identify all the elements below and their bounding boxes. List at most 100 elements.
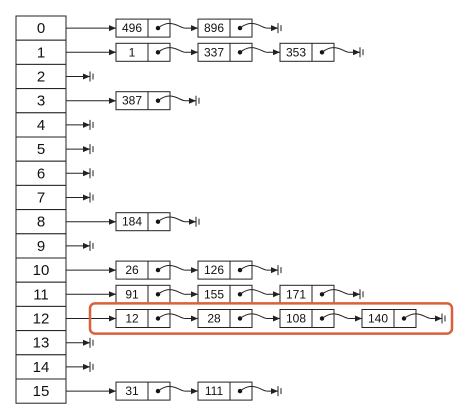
null-terminator-icon [89,71,94,82]
bucket-index-label: 0 [37,20,45,37]
next-link-arrow [157,386,198,395]
next-link-arrow [239,47,280,56]
null-terminator-icon [277,386,282,397]
node-box [115,212,171,232]
list-node: 91 [115,284,171,304]
bucket-index-label: 13 [33,335,50,352]
node-box [115,284,171,304]
list-node: 496 [115,18,171,38]
tail-arrow [321,47,360,56]
list-node: 155 [197,284,253,304]
bucket-cell [15,39,67,65]
null-terminator-icon [89,192,94,203]
bucket-cell [15,15,67,41]
bucket-index-label: 12 [33,311,50,328]
bucket-index-label: 7 [37,190,45,207]
highlight-frame [88,302,454,335]
null-terminator-icon [89,361,94,372]
bucket-cell [15,330,67,356]
node-box [115,260,171,280]
bucket-index-label: 6 [37,165,45,182]
list-node: 28 [197,309,253,328]
bucket-cell [15,281,67,307]
node-value: 155 [204,287,224,301]
next-link-arrow [157,47,198,56]
bucket-chain-3: 387 [66,91,200,111]
bucket-index-label: 5 [37,141,45,158]
node-value: 126 [204,263,224,277]
node-value: 353 [286,45,306,59]
next-link-arrow [321,313,362,322]
bucket-cell [15,136,67,162]
list-node: 140 [361,309,417,328]
tail-arrow [403,313,442,322]
tail-arrow [239,23,278,32]
bucket-chain-4 [66,119,94,130]
next-link-arrow [157,313,198,322]
bucket-chain-1: 1 337 353 [66,42,364,62]
bucket-index-label: 1 [37,44,45,61]
node-box [197,260,253,280]
node-box [279,309,335,328]
node-box [115,309,171,328]
node-box [197,381,253,401]
bucket-chain-13 [66,337,94,348]
next-link-arrow [157,265,198,274]
tail-arrow [239,265,278,274]
node-box [115,42,171,62]
null-terminator-icon [359,47,364,58]
null-terminator-icon [441,313,446,324]
bucket-index-label: 4 [37,117,45,134]
node-value: 496 [122,21,142,35]
node-box [197,309,253,328]
bucket-cell [15,184,67,211]
list-node: 126 [197,260,253,280]
bucket-index-label: 15 [33,383,50,400]
node-value: 28 [207,312,221,326]
bucket-chain-0: 496 896 [66,18,282,38]
bucket-cell [15,378,67,404]
node-value: 111 [205,384,224,398]
next-link-arrow [239,313,280,322]
bucket-index-label: 11 [33,286,49,303]
null-terminator-icon [89,144,94,155]
node-value: 26 [125,263,139,277]
list-node: 12 [115,309,171,328]
null-terminator-icon [359,289,364,300]
list-node: 387 [115,91,171,111]
node-box [197,18,253,38]
node-value: 1 [129,45,136,59]
node-value: 140 [368,312,388,326]
bucket-chain-7 [66,192,94,203]
list-node: 26 [115,260,171,280]
tail-arrow [157,95,196,104]
bucket-chain-11: 91 155 171 [66,284,364,304]
bucket-chain-14 [66,361,94,372]
highlight-layer [88,302,454,335]
bucket-index-label: 9 [37,238,45,255]
tail-arrow [157,216,196,225]
node-value: 896 [204,21,224,35]
list-node: 111 [197,381,253,401]
node-value: 31 [125,384,139,398]
bucket-chain-10: 26 126 [66,260,282,280]
list-node: 896 [197,18,253,38]
null-terminator-icon [89,168,94,179]
bucket-index-label: 10 [33,262,50,279]
null-terminator-icon [89,337,94,348]
node-box [197,42,253,62]
bucket-chain-15: 31 111 [66,381,282,401]
list-node: 31 [115,381,171,401]
node-value: 12 [125,312,139,326]
node-box [361,309,417,328]
null-terminator-icon [89,240,94,251]
list-node: 108 [279,309,335,328]
list-node: 171 [279,284,335,304]
null-terminator-icon [195,95,200,106]
next-link-arrow [157,289,198,298]
bucket-index-label: 14 [33,359,50,376]
list-node: 337 [197,42,253,62]
